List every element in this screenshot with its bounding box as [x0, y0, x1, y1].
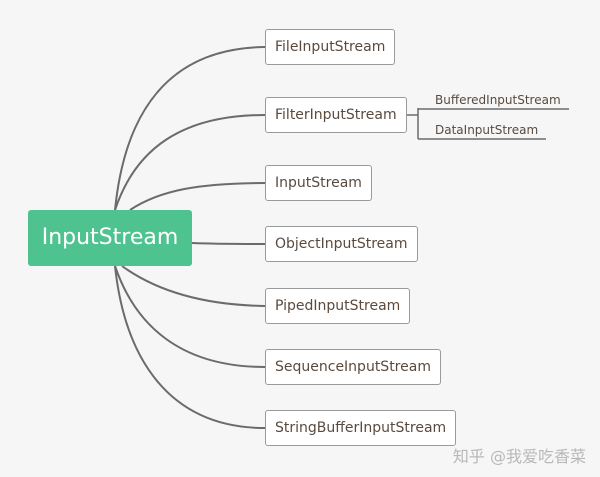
edge-file-input-stream	[114, 46, 266, 211]
subnode-data-input-stream: DataInputStream	[435, 123, 539, 137]
edge-string-buffer-input-stream	[114, 265, 266, 429]
node-sequence-input-stream: SequenceInputStream	[265, 349, 441, 385]
watermark-text: 知乎 @我爱吃香菜	[452, 447, 586, 466]
node-file-input-stream: FileInputStream	[265, 29, 396, 65]
node-piped-input-stream: PipedInputStream	[265, 288, 411, 324]
edge-filter-input-stream	[114, 114, 266, 211]
node-filter-input-stream: FilterInputStream	[265, 97, 407, 133]
edge-sequence-input-stream	[114, 265, 266, 368]
node-string-buffer-input-stream: StringBufferInputStream	[265, 410, 457, 446]
edge-input-stream-child	[129, 182, 266, 211]
node-object-input-stream: ObjectInputStream	[265, 226, 418, 262]
edge-piped-input-stream	[121, 265, 266, 307]
edge-object-input-stream	[191, 242, 266, 245]
node-input-stream: InputStream	[265, 165, 372, 201]
root-node-input-stream: InputStream	[28, 210, 192, 266]
subnode-buffered-input-stream: BufferedInputStream	[435, 93, 561, 107]
